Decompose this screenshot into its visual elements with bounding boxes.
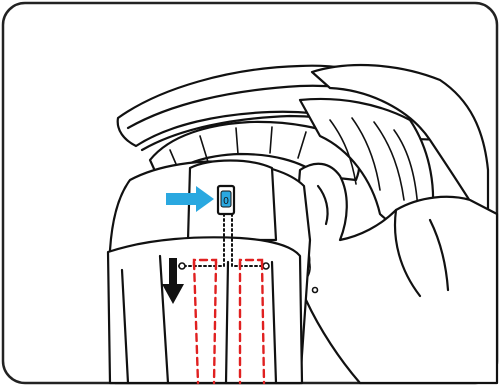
harness-tab-label: 0 bbox=[223, 196, 229, 207]
strap-end-right bbox=[263, 263, 269, 269]
car-seat-drawing: 0 bbox=[108, 65, 497, 383]
strap-end-left bbox=[179, 263, 185, 269]
